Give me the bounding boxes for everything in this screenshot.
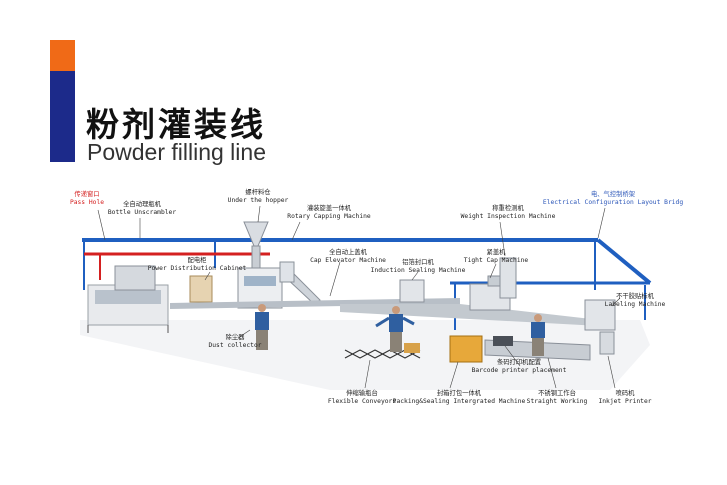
- label-dust-collector-cn: 除尘器: [225, 334, 245, 341]
- label-flexible-conveyors-cn: 伸缩输瓶台: [346, 390, 378, 397]
- bottle-unscrambler-machine: [87, 265, 169, 333]
- label-weight-inspection-en: Weight Inspection Machine: [460, 213, 556, 220]
- label-inkjet-printer-en: Inkjet Printer: [598, 398, 652, 405]
- overhead-bridge: [82, 238, 652, 330]
- leader-lines: [97, 205, 621, 389]
- weight-inspection-machine: [499, 257, 517, 299]
- label-induction-sealing-en: Induction Sealing Machine: [370, 267, 466, 274]
- label-cap-elevator: 全自动上盖机 Cap Elevator Machine: [310, 249, 386, 265]
- label-electrical-bridge-en: Electrical Configuration Layout Bridg: [542, 199, 684, 206]
- label-power-cabinet-en: Power Distribution Cabinet: [147, 265, 247, 272]
- label-cap-elevator-cn: 全自动上盖机: [329, 249, 367, 256]
- label-inkjet-printer-cn: 喷码机: [615, 390, 635, 397]
- accent-bar-orange: [50, 40, 75, 71]
- worker-figure: [375, 306, 415, 352]
- pass-hole-frame: [84, 252, 270, 280]
- label-weight-inspection-cn: 称重检测机: [492, 205, 524, 212]
- power-cabinet: [189, 275, 213, 303]
- label-under-hopper-en: Under the hopper: [227, 197, 289, 204]
- packing-sealing-machine: [449, 335, 483, 363]
- label-pass-hole: 传递窗口 Pass Hole: [70, 191, 104, 207]
- label-straight-working: 不锈钢工作台 Straight Working: [527, 390, 588, 406]
- label-barcode-printer-cn: 条码打印机配置: [496, 359, 542, 366]
- carton-box: [404, 343, 420, 353]
- label-barcode-printer-en: Barcode printer placement: [471, 367, 567, 374]
- page-title-cn: 粉剂灌装线: [86, 105, 266, 144]
- induction-sealing-machine: [399, 279, 425, 303]
- label-barcode-printer: 条码打印机配置 Barcode printer placement: [472, 359, 567, 375]
- label-dust-collector-en: Dust collector: [208, 342, 262, 349]
- label-under-hopper-cn: 螺杆料仓: [245, 189, 271, 196]
- label-cap-elevator-en: Cap Elevator Machine: [310, 257, 386, 264]
- label-bottle-unscrambler: 全自动理瓶机 Bottle Unscrambler: [108, 201, 176, 217]
- label-pass-hole-cn: 传递窗口: [74, 191, 100, 198]
- label-labeling-cn: 不干胶贴标机: [616, 293, 654, 300]
- label-bottle-unscrambler-en: Bottle Unscrambler: [107, 209, 177, 216]
- label-packing-sealing-en: Packing&Sealing Intergrated Machine: [392, 398, 526, 405]
- bridge-beam-diagonal: [596, 238, 652, 285]
- label-electrical-bridge-cn: 电、气控制桥架: [590, 191, 636, 198]
- inkjet-printer: [599, 331, 615, 355]
- label-straight-working-en: Straight Working: [526, 398, 588, 405]
- label-straight-working-cn: 不锈钢工作台: [538, 390, 576, 397]
- label-packing-sealing-cn: 封箱打包一体机: [436, 390, 482, 397]
- label-weight-inspection: 称重检测机 Weight Inspection Machine: [461, 205, 556, 221]
- label-electrical-bridge: 电、气控制桥架 Electrical Configuration Layout …: [543, 191, 683, 207]
- cap-elevator-machine: [279, 261, 321, 305]
- main-conveyor: [170, 298, 460, 309]
- label-flexible-conveyors-en: Flexible Conveyors: [327, 398, 397, 405]
- label-under-hopper: 螺杆料仓 Under the hopper: [228, 189, 289, 205]
- label-tight-cap-en: Tight Cap Machine: [463, 257, 529, 264]
- label-flexible-conveyors: 伸缩输瓶台 Flexible Conveyors: [328, 390, 396, 406]
- label-dust-collector: 除尘器 Dust collector: [208, 334, 261, 350]
- accent-bar-navy: [50, 71, 75, 162]
- labeling-machine: [584, 299, 616, 331]
- page-title-en: Powder filling line: [87, 139, 266, 165]
- label-tight-cap: 紧盖机 Tight Cap Machine: [464, 249, 528, 265]
- label-packing-sealing: 封箱打包一体机 Packing&Sealing Intergrated Mach…: [393, 390, 526, 406]
- label-tight-cap-cn: 紧盖机: [486, 249, 506, 256]
- label-induction-sealing-cn: 铝箔封口机: [402, 259, 434, 266]
- worker-figure: [531, 314, 545, 356]
- label-bottle-unscrambler-cn: 全自动理瓶机: [123, 201, 161, 208]
- label-rotary-capping-en: Rotary Capping Machine: [287, 213, 371, 220]
- label-power-cabinet: 配电柜 Power Distribution Cabinet: [148, 257, 247, 273]
- worker-figure: [255, 304, 269, 350]
- label-rotary-capping: 灌装旋盖一体机 Rotary Capping Machine: [287, 205, 370, 221]
- label-power-cabinet-cn: 配电柜: [187, 257, 207, 264]
- barcode-printer: [493, 336, 513, 346]
- label-induction-sealing: 铝箔封口机 Induction Sealing Machine: [371, 259, 466, 275]
- label-pass-hole-en: Pass Hole: [69, 199, 105, 206]
- label-labeling: 不干胶贴标机 Labeling Machine: [605, 293, 666, 309]
- label-labeling-en: Labeling Machine: [604, 301, 666, 308]
- label-inkjet-printer: 喷码机 Inkjet Printer: [598, 390, 651, 406]
- label-rotary-capping-cn: 灌装旋盖一体机: [306, 205, 352, 212]
